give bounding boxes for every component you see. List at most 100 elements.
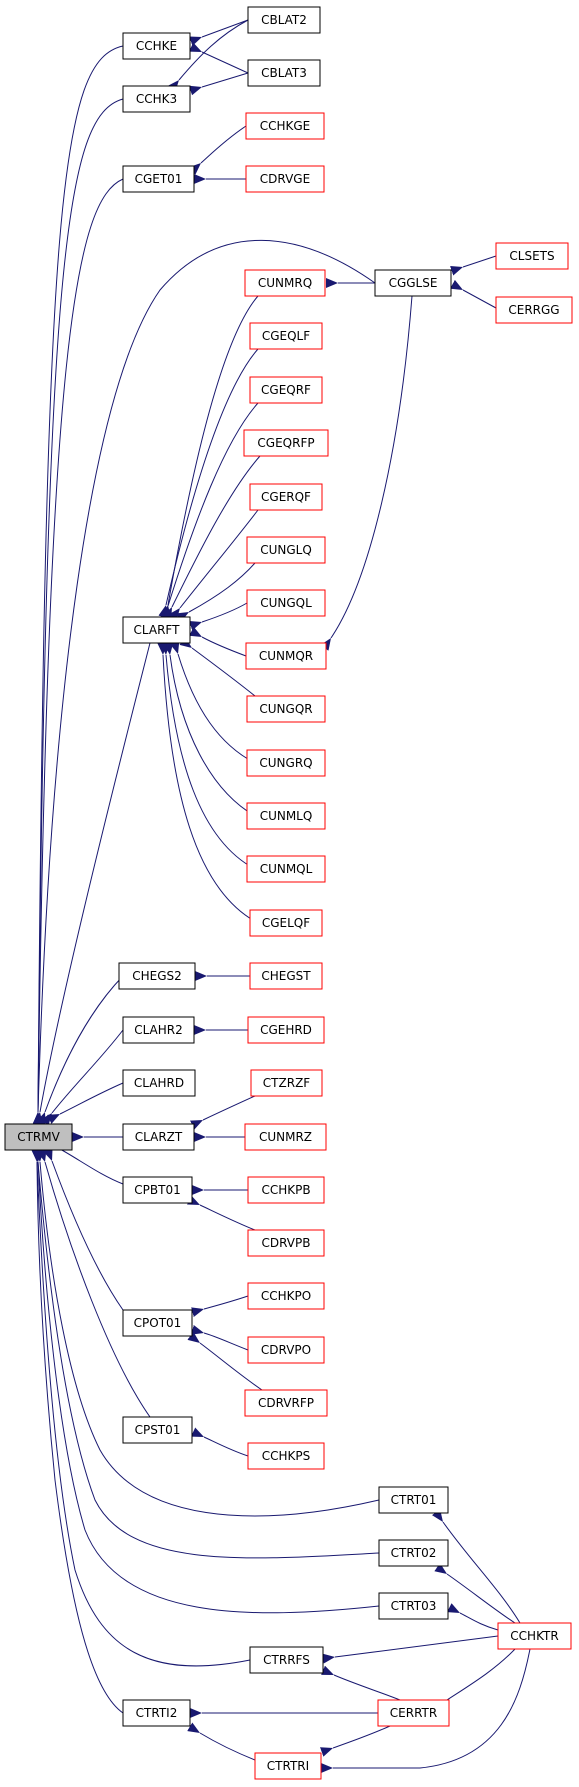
node-box (495, 296, 573, 324)
node-label: CGELQF (262, 916, 310, 930)
node-box (247, 59, 321, 87)
edge-cgeqrfp-to-clarft (162, 455, 261, 620)
node-cpot01[interactable]: CPOT01 (122, 1309, 193, 1337)
node-clsets[interactable]: CLSETS (495, 242, 569, 270)
node-cerrgg[interactable]: CERRGG (495, 296, 573, 324)
node-cchkpo[interactable]: CCHKPO (247, 1282, 325, 1310)
node-cdrvge[interactable]: CDRVGE (245, 165, 325, 193)
node-cgelqf[interactable]: CGELQF (249, 909, 323, 937)
node-cget01[interactable]: CGET01 (122, 165, 195, 193)
node-cpbt01[interactable]: CPBT01 (122, 1176, 193, 1204)
node-cungqr[interactable]: CUNGQR (246, 695, 326, 723)
node-label: CUNMQR (259, 649, 313, 663)
node-cunmrz[interactable]: CUNMRZ (244, 1123, 327, 1151)
node-cgeqrfp[interactable]: CGEQRFP (243, 429, 329, 457)
node-box (122, 1123, 195, 1151)
node-box (377, 1699, 450, 1727)
node-label: CPST01 (135, 1423, 181, 1437)
node-cchkps[interactable]: CCHKPS (247, 1442, 325, 1470)
edge-ctrt01-to-ctrmv (34, 1149, 380, 1517)
node-ctrt01[interactable]: CTRT01 (378, 1486, 449, 1514)
node-box (497, 1622, 572, 1650)
node-label: CDRVRFP (258, 1396, 314, 1410)
node-cunglq[interactable]: CUNGLQ (246, 536, 326, 564)
node-cpst01[interactable]: CPST01 (122, 1416, 193, 1444)
node-cchk3[interactable]: CCHK3 (122, 85, 191, 113)
edge-cdrvrfp-to-cpot01 (187, 1331, 263, 1391)
node-cunmlq[interactable]: CUNMLQ (246, 802, 326, 830)
node-cgeqrf[interactable]: CGEQRF (249, 376, 323, 404)
node-ctrrfs[interactable]: CTRRFS (249, 1646, 324, 1674)
edge-cchktr-to-ctrt02 (434, 1563, 516, 1624)
node-box (247, 1229, 325, 1257)
node-label: CDRVGE (260, 172, 310, 186)
node-cerrtr[interactable]: CERRTR (377, 1699, 450, 1727)
node-box (122, 1309, 193, 1337)
node-clahrd[interactable]: CLAHRD (122, 1069, 196, 1097)
node-clarft[interactable]: CLARFT (122, 616, 191, 644)
node-cdrvpb[interactable]: CDRVPB (247, 1229, 325, 1257)
node-chegs2[interactable]: CHEGS2 (118, 962, 196, 990)
node-ctrti2[interactable]: CTRTI2 (122, 1699, 191, 1727)
node-box (249, 1646, 324, 1674)
node-cungrq[interactable]: CUNGRQ (246, 749, 326, 777)
edge-ctrtri-to-ctrti2 (187, 1722, 256, 1761)
edge-cunmqr-to-cgglse (320, 295, 413, 651)
node-cdrvrfp[interactable]: CDRVRFP (244, 1389, 328, 1417)
node-box (122, 1416, 193, 1444)
node-ctzrzf[interactable]: CTZRZF (250, 1069, 323, 1097)
node-cchkpb[interactable]: CCHKPB (247, 1176, 325, 1204)
node-label: CUNGLQ (260, 543, 312, 557)
edge-cchkps-to-cpst01 (191, 1427, 249, 1457)
node-cungql[interactable]: CUNGQL (246, 589, 326, 617)
node-box (247, 1282, 325, 1310)
node-box (247, 1336, 325, 1364)
edge-cgglse-to-ctrmv (32, 239, 376, 1125)
edge-cgeqrf-to-clarft (159, 402, 259, 619)
edge-ctrt02-to-ctrmv (32, 1149, 380, 1559)
node-cgglse[interactable]: CGGLSE (374, 269, 452, 297)
node-cunmrq[interactable]: CUNMRQ (244, 269, 326, 297)
node-box (250, 1069, 323, 1097)
node-cchkge[interactable]: CCHKGE (245, 112, 325, 140)
node-cblat2[interactable]: CBLAT2 (247, 6, 321, 34)
edge-cunmlq-to-clarft (163, 642, 256, 817)
node-box (495, 242, 569, 270)
node-box (378, 1592, 449, 1620)
node-cblat3[interactable]: CBLAT3 (247, 59, 321, 87)
node-label: CCHK3 (136, 92, 177, 106)
node-label: CCHKPO (261, 1289, 311, 1303)
node-cunmqr[interactable]: CUNMQR (245, 642, 327, 670)
node-chegst[interactable]: CHEGST (249, 962, 323, 990)
node-ctrt02[interactable]: CTRT02 (378, 1539, 449, 1567)
node-label: CLSETS (509, 249, 554, 263)
node-label: CGEHRD (260, 1023, 312, 1037)
node-ctrtri[interactable]: CTRTRI (254, 1752, 322, 1780)
node-clahr2[interactable]: CLAHR2 (122, 1016, 195, 1044)
node-label: CTRTI2 (136, 1706, 178, 1720)
node-cgerqf[interactable]: CGERQF (249, 483, 323, 511)
node-label: CLAHRD (134, 1076, 184, 1090)
node-label: CPOT01 (134, 1316, 182, 1330)
edge-cdrvpb-to-cpbt01 (187, 1195, 256, 1231)
node-box (244, 1389, 328, 1417)
node-cunmql[interactable]: CUNMQL (246, 855, 326, 883)
node-label: CPBT01 (134, 1183, 180, 1197)
node-cgeqlf[interactable]: CGEQLF (249, 322, 323, 350)
edge-cungql-to-clarft (189, 602, 248, 631)
node-cchke[interactable]: CCHKE (122, 32, 191, 60)
node-box (244, 1123, 327, 1151)
node-label: CUNGQR (259, 702, 312, 716)
node-box (246, 802, 326, 830)
node-clarzt[interactable]: CLARZT (122, 1123, 195, 1151)
node-label: CTRRFS (263, 1653, 310, 1667)
node-label: CCHKPB (261, 1183, 310, 1197)
node-cdrvpo[interactable]: CDRVPO (247, 1336, 325, 1364)
edge-cchktr-to-ctrt01 (431, 1509, 521, 1624)
node-box (122, 1176, 193, 1204)
node-ctrt03[interactable]: CTRT03 (378, 1592, 449, 1620)
node-cchktr[interactable]: CCHKTR (497, 1622, 572, 1650)
node-cgehrd[interactable]: CGEHRD (247, 1016, 325, 1044)
edge-cchke-to-ctrmv (32, 45, 124, 1125)
node-label: CGEQRFP (257, 436, 314, 450)
